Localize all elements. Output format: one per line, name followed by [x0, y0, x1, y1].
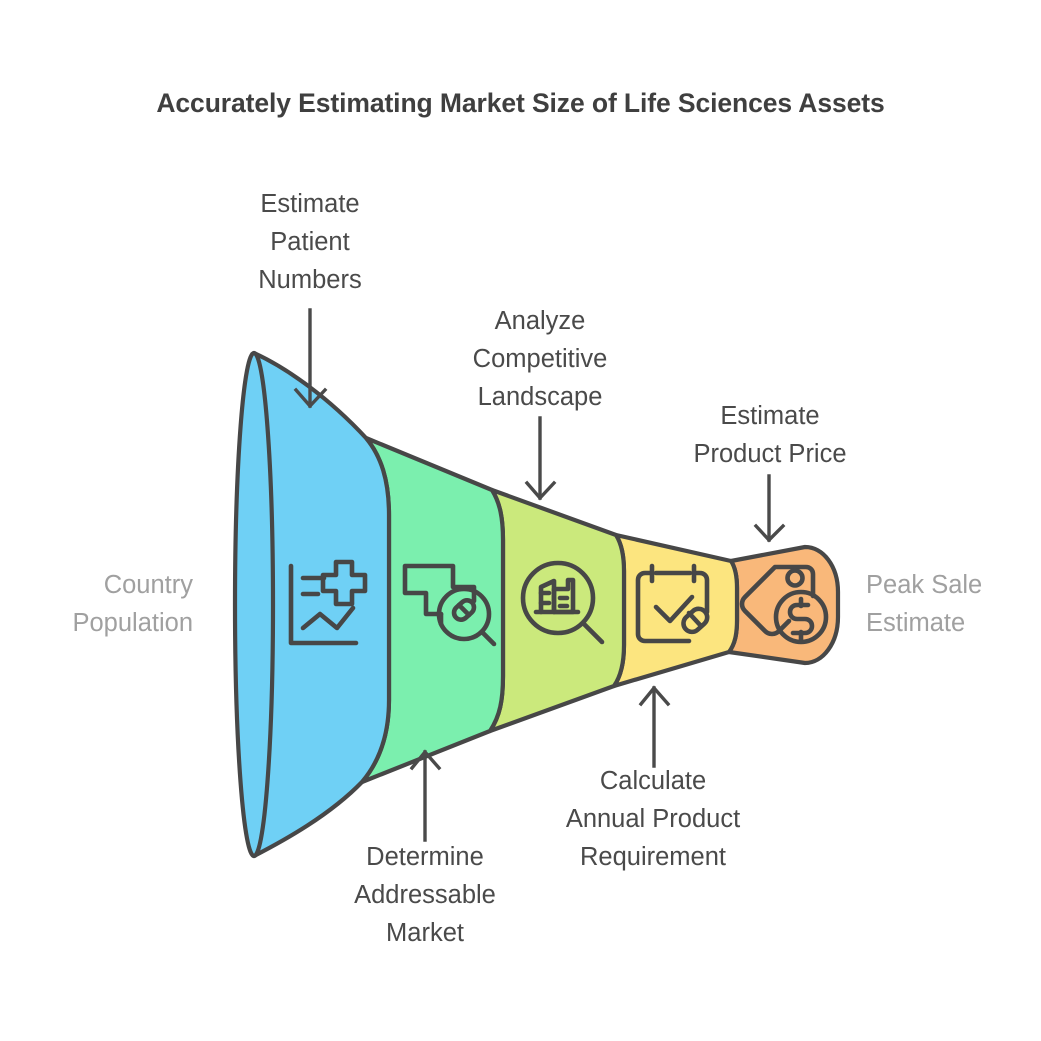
callout-stage-2: Determine Addressable Market [354, 843, 496, 947]
funnel-mouth-ellipse [232, 350, 276, 859]
callout-stage-4: Calculate Annual Product Requirement [565, 767, 741, 871]
chart-medical-cross-icon [288, 559, 368, 646]
callout-stage-1: Estimate Patient Numbers [258, 190, 362, 294]
funnel-segment-4[interactable] [611, 532, 740, 689]
arrow-stage-5 [753, 474, 786, 543]
funnel-segment-1[interactable] [251, 350, 392, 859]
arrow-stage-2 [409, 749, 442, 842]
arrow-stage-3 [524, 416, 557, 501]
left-side-label: Country Population [72, 571, 193, 637]
callout-stage-5: Estimate Product Price [693, 402, 847, 468]
page-title: Accurately Estimating Market Size of Lif… [156, 88, 885, 118]
arrow-stage-4 [638, 685, 671, 768]
right-side-label: Peak Sale Estimate [866, 571, 983, 637]
magnifier-factory-icon [520, 560, 605, 645]
callout-stage-3: Analyze Competitive Landscape [472, 307, 608, 411]
price-tag-dollar-icon [739, 564, 829, 645]
callout-arrows [293, 308, 786, 842]
arrow-stage-1 [293, 308, 328, 409]
calendar-check-pill-icon [635, 563, 710, 644]
medical-cross-magnifier-pill-icon [402, 563, 497, 647]
